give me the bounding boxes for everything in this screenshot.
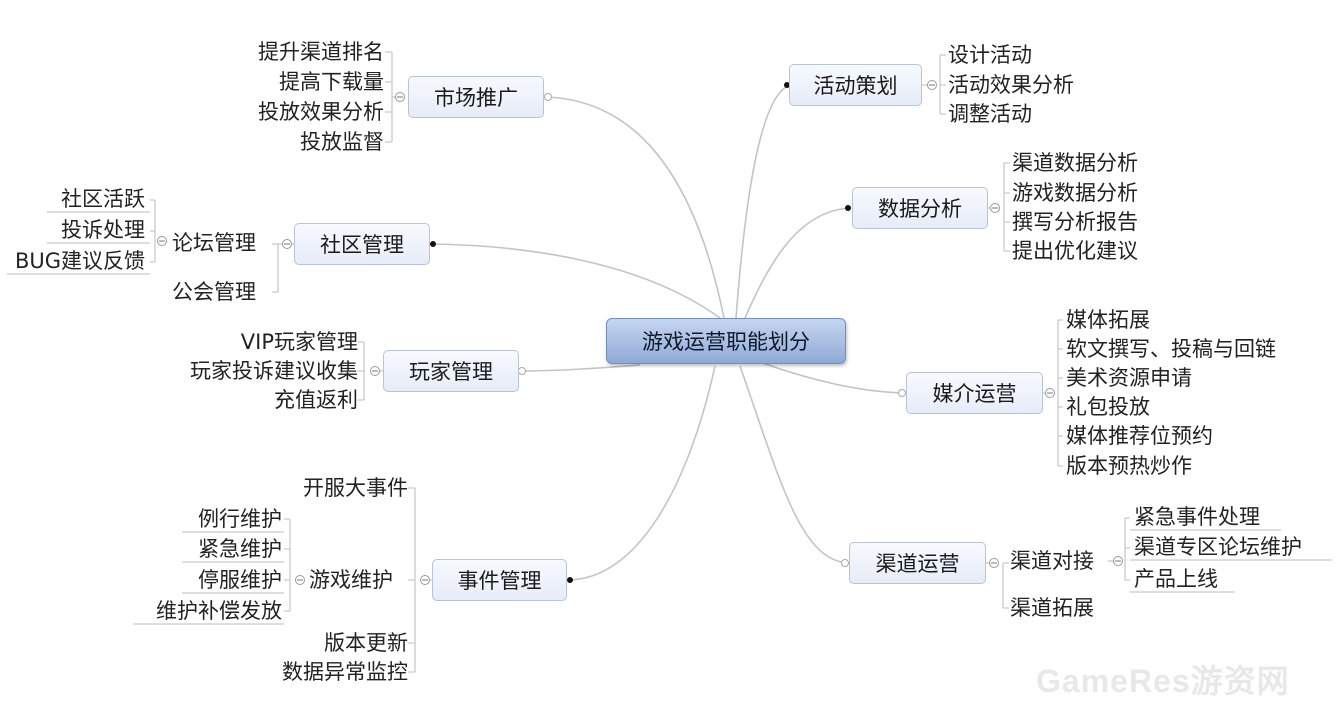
guild-management: 公会管理 [172,280,256,304]
branch-media[interactable]: 媒介运营 [906,372,1043,414]
root-node[interactable]: 游戏运营职能划分 [606,318,846,364]
channel-docking[interactable]: 渠道对接 [1010,549,1094,573]
media-item-4: 礼包投放 [1066,395,1150,419]
branch-activity[interactable]: 活动策划 [789,64,922,106]
data-item-2: 游戏数据分析 [1012,181,1138,205]
branch-player[interactable]: 玩家管理 [383,350,519,392]
market-item-2: 提高下载量 [279,70,384,94]
activity-item-3: 调整活动 [948,102,1032,126]
event-data-monitor: 数据异常监控 [282,660,408,684]
player-item-2: 玩家投诉建议收集 [190,359,358,383]
branch-data[interactable]: 数据分析 [852,187,988,229]
branch-channel[interactable]: 渠道运营 [849,542,986,584]
event-open-server: 开服大事件 [303,476,408,500]
forum-management[interactable]: 论坛管理 [172,231,256,255]
dock-item-3: 产品上线 [1134,567,1218,591]
watermark: GameRes游资网 [1036,663,1290,699]
forum-item-2: 投诉处理 [61,218,145,242]
forum-item-1: 社区活跃 [61,187,145,211]
maintain-item-4: 维护补偿发放 [156,599,282,623]
channel-expansion: 渠道拓展 [1010,596,1094,620]
branch-community[interactable]: 社区管理 [294,223,430,265]
media-item-5: 媒体推荐位预约 [1066,424,1213,448]
branch-event[interactable]: 事件管理 [432,559,567,601]
dock-item-1: 紧急事件处理 [1134,505,1260,529]
activity-item-1: 设计活动 [948,43,1032,67]
data-item-4: 提出优化建议 [1012,239,1138,263]
media-item-6: 版本预热炒作 [1066,454,1192,478]
media-item-1: 媒体拓展 [1066,308,1150,332]
event-version-update: 版本更新 [324,631,408,655]
media-item-2: 软文撰写、投稿与回链 [1066,337,1276,361]
market-item-3: 投放效果分析 [258,100,384,124]
maintain-item-1: 例行维护 [198,507,282,531]
player-item-3: 充值返利 [274,388,358,412]
branch-market[interactable]: 市场推广 [408,76,544,118]
market-item-4: 投放监督 [300,130,384,154]
game-maintenance[interactable]: 游戏维护 [309,568,393,592]
dock-item-2: 渠道专区论坛维护 [1134,535,1302,559]
data-item-1: 渠道数据分析 [1012,151,1138,175]
activity-item-2: 活动效果分析 [948,73,1074,97]
maintain-item-3: 停服维护 [198,568,282,592]
maintain-item-2: 紧急维护 [198,537,282,561]
market-item-1: 提升渠道排名 [258,40,384,64]
media-item-3: 美术资源申请 [1066,366,1192,390]
forum-item-3: BUG建议反馈 [14,249,145,273]
data-item-3: 撰写分析报告 [1012,210,1138,234]
player-item-1: VIP玩家管理 [240,330,358,354]
